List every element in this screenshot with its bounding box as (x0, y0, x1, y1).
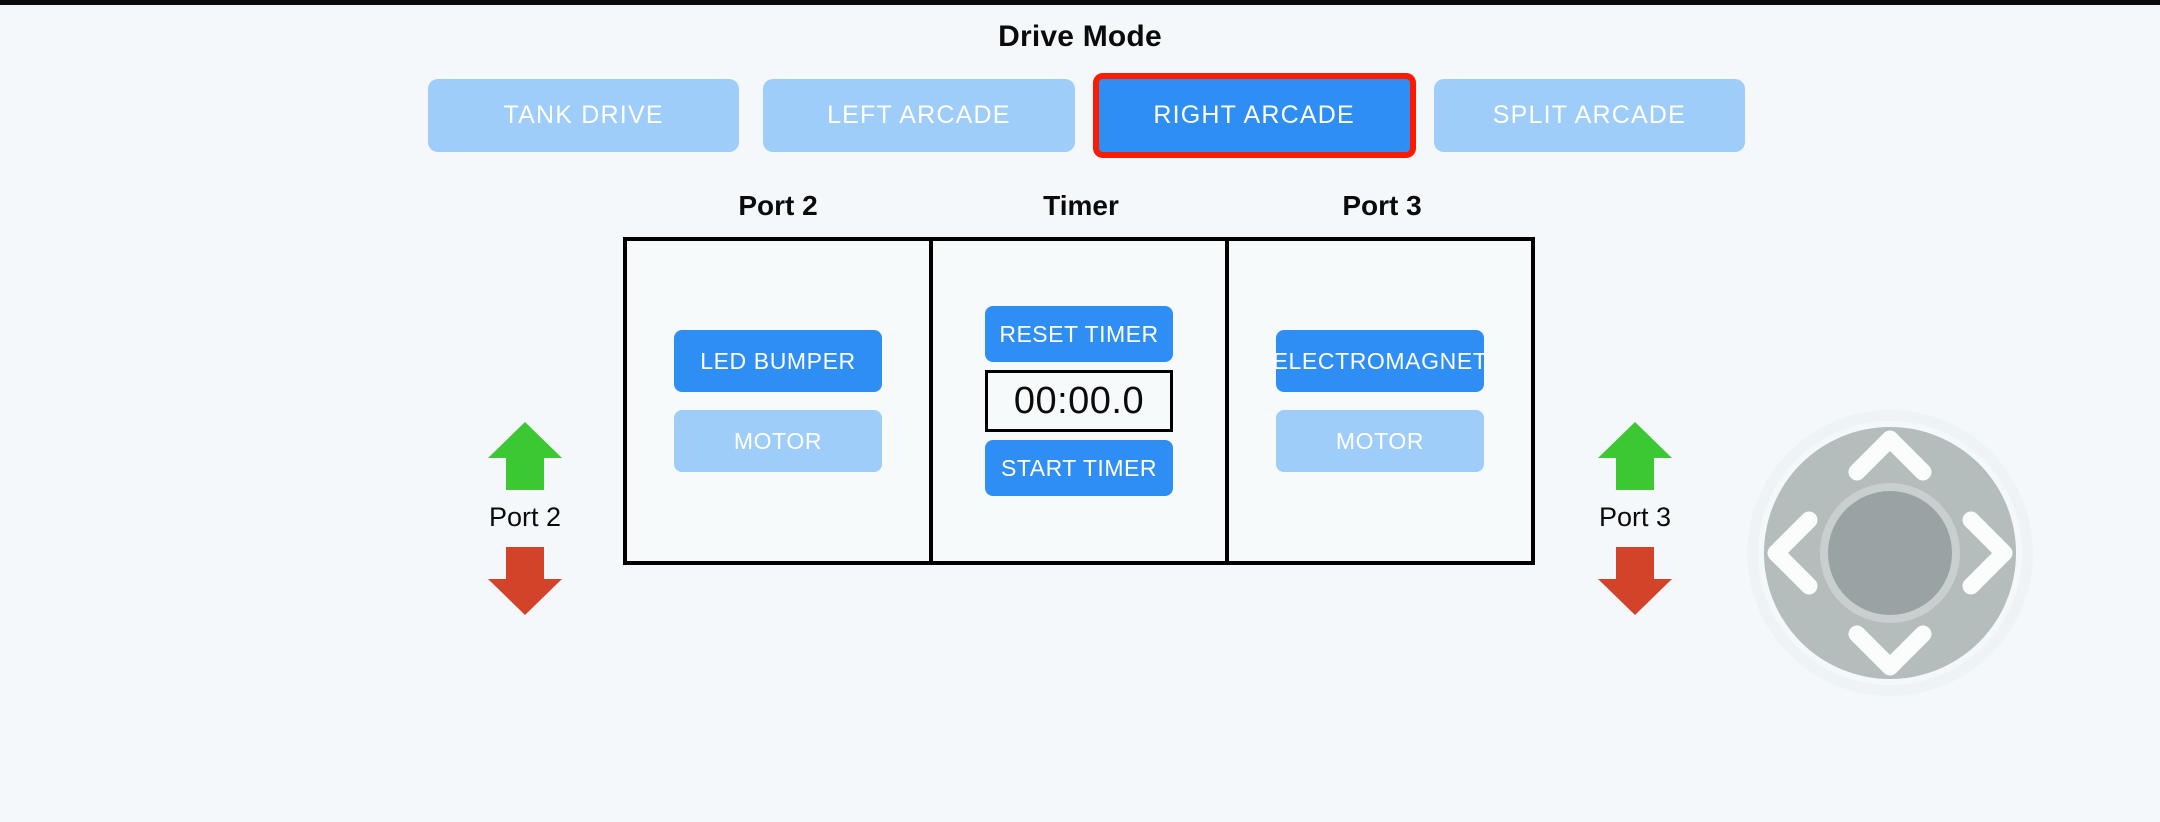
port2-led-bumper-button[interactable]: LED BUMPER (674, 330, 882, 392)
dpad-chevron-down-icon[interactable] (1848, 625, 1932, 676)
port3-arrow-down-icon[interactable] (1596, 545, 1674, 617)
port3-arrow-up-icon[interactable] (1596, 420, 1674, 492)
port3-electromagnet-button[interactable]: ELECTROMAGNET (1273, 330, 1487, 392)
drive-mode-tank-drive[interactable]: TANK DRIVE (428, 79, 740, 152)
panel-port3: ELECTROMAGNET MOTOR (1225, 237, 1535, 565)
top-black-bar (0, 0, 2160, 5)
drive-mode-left-arcade[interactable]: LEFT ARCADE (763, 79, 1075, 152)
drive-mode-right-arcade[interactable]: RIGHT ARCADE (1098, 79, 1410, 152)
port3-control-label: Port 3 (1598, 502, 1672, 532)
port2-control-label: Port 2 (488, 502, 562, 532)
panel-heading-timer: Timer (1043, 190, 1119, 221)
start-timer-button[interactable]: START TIMER (985, 440, 1173, 496)
dpad-chevron-up-icon[interactable] (1848, 430, 1932, 481)
panel-timer: RESET TIMER 00:00.0 START TIMER (933, 237, 1225, 565)
port3-direction-control: Port 3 (1545, 420, 1725, 617)
port3-motor-button[interactable]: MOTOR (1276, 410, 1484, 472)
dpad-chevron-left-icon[interactable] (1767, 511, 1818, 595)
device-panel-group: LED BUMPER MOTOR RESET TIMER 00:00.0 STA… (623, 237, 1535, 565)
reset-timer-button[interactable]: RESET TIMER (985, 306, 1173, 362)
port2-arrow-down-icon[interactable] (486, 545, 564, 617)
dpad-chevron-right-icon[interactable] (1962, 511, 2013, 595)
panel-heading-port3: Port 3 (1342, 190, 1422, 221)
dpad-knob (1828, 491, 1952, 615)
panel-heading-port2: Port 2 (738, 190, 818, 221)
port2-arrow-up-icon[interactable] (486, 420, 564, 492)
drive-mode-button-group: TANK DRIVE LEFT ARCADE RIGHT ARCADE SPLI… (428, 79, 1745, 152)
port2-motor-button[interactable]: MOTOR (674, 410, 882, 472)
directional-pad[interactable] (1745, 408, 2035, 698)
drive-mode-split-arcade[interactable]: SPLIT ARCADE (1433, 79, 1745, 152)
port2-direction-control: Port 2 (435, 420, 615, 617)
timer-display: 00:00.0 (985, 370, 1173, 432)
page-title: Drive Mode (998, 20, 1162, 53)
panel-port2: LED BUMPER MOTOR (623, 237, 933, 565)
